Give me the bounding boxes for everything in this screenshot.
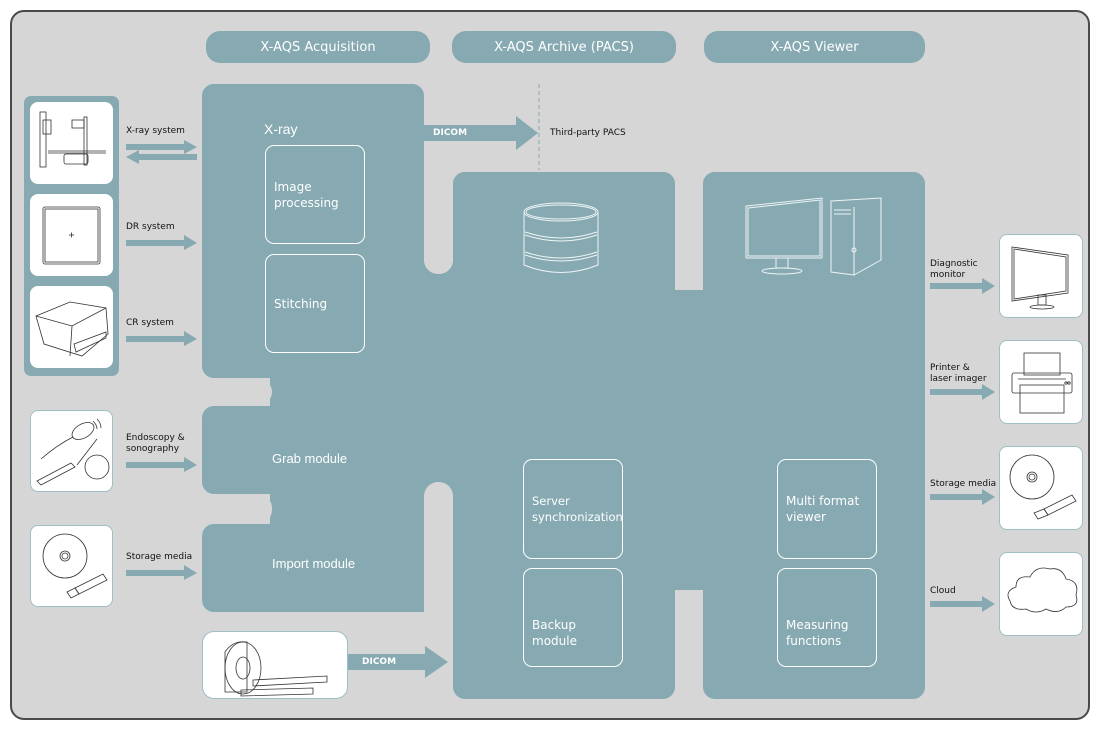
grab-module-label: Grab module bbox=[272, 451, 348, 466]
module-stitching[interactable]: Stitching bbox=[265, 254, 365, 353]
input-card-endoscopy[interactable] bbox=[30, 410, 113, 492]
output-label-printer: Printer & laser imager bbox=[930, 363, 987, 384]
third-party-pacs-label: Third-party PACS bbox=[550, 128, 626, 138]
notch bbox=[190, 378, 272, 406]
module-label: Image processing bbox=[274, 179, 339, 210]
output-card-storage[interactable] bbox=[999, 446, 1083, 530]
module-label: Server synchronization bbox=[532, 494, 623, 524]
cr-reader-icon bbox=[35, 301, 109, 357]
input-label-dr: DR system bbox=[126, 222, 175, 232]
input-card-xray[interactable] bbox=[30, 102, 113, 184]
arrow-right bbox=[126, 457, 197, 472]
output-label-storage: Storage media bbox=[930, 479, 997, 489]
arrow-right bbox=[930, 596, 995, 612]
module-label: Measuring functions bbox=[786, 617, 849, 648]
dicom-in-label: DICOM bbox=[362, 657, 397, 667]
header-archive: X-AQS Archive (PACS) bbox=[452, 31, 676, 63]
input-card-ct[interactable] bbox=[202, 631, 348, 699]
module-multi-format-viewer[interactable]: Multi format viewer bbox=[777, 459, 877, 559]
endoscope-ultrasound-icon bbox=[36, 418, 110, 486]
output-card-cloud[interactable] bbox=[999, 552, 1083, 636]
module-image-processing[interactable]: Image processing bbox=[265, 145, 365, 244]
archive-block bbox=[453, 172, 675, 699]
output-label-monitor: Diagnostic monitor bbox=[930, 259, 978, 280]
module-label: Backup module bbox=[532, 617, 577, 648]
database-icon bbox=[523, 202, 599, 273]
arrow-right bbox=[930, 489, 995, 505]
output-label-cloud: Cloud bbox=[930, 586, 956, 596]
arrow-left bbox=[126, 150, 197, 164]
xray-system-icon bbox=[39, 111, 106, 168]
xray-title: X-ray bbox=[264, 121, 298, 137]
output-card-printer[interactable] bbox=[999, 340, 1083, 424]
notch bbox=[190, 494, 272, 524]
header-viewer: X-AQS Viewer bbox=[704, 31, 925, 63]
monitor-icon bbox=[1011, 246, 1069, 310]
module-label: Stitching bbox=[274, 296, 328, 311]
input-card-dr[interactable] bbox=[30, 194, 113, 276]
ct-scanner-icon bbox=[224, 641, 328, 697]
viewer-block bbox=[703, 172, 925, 699]
header-acquisition: X-AQS Acquisition bbox=[206, 31, 430, 63]
dicom-out-label: DICOM bbox=[433, 128, 468, 138]
dr-detector-icon bbox=[42, 206, 101, 265]
input-card-cr[interactable] bbox=[30, 286, 113, 368]
arrow-right bbox=[126, 565, 197, 580]
dicom-out-arrow bbox=[424, 116, 538, 150]
cd-usb-icon bbox=[1009, 454, 1077, 520]
cd-usb-icon bbox=[42, 533, 108, 599]
module-label: Multi format viewer bbox=[786, 494, 860, 524]
cloud-icon bbox=[1007, 567, 1078, 613]
import-module-label: Import module bbox=[272, 556, 356, 571]
printer-icon bbox=[1011, 352, 1073, 414]
module-server-sync[interactable]: Server synchronization bbox=[523, 459, 623, 559]
output-card-monitor[interactable] bbox=[999, 234, 1083, 318]
input-label-storage: Storage media bbox=[126, 552, 193, 562]
module-backup[interactable]: Backup module bbox=[523, 568, 623, 667]
input-label-cr: CR system bbox=[126, 318, 174, 328]
arrow-right bbox=[126, 235, 197, 250]
dicom-in-arrow bbox=[348, 646, 448, 678]
input-label-xray: X-ray system bbox=[126, 126, 185, 136]
input-card-storage[interactable] bbox=[30, 525, 113, 607]
arrow-right bbox=[126, 140, 197, 154]
arrow-right bbox=[930, 384, 995, 400]
arrow-right bbox=[126, 331, 197, 346]
notch bbox=[676, 596, 703, 716]
module-measuring-functions[interactable]: Measuring functions bbox=[777, 568, 877, 667]
arrow-right bbox=[930, 278, 995, 294]
input-label-endoscopy: Endoscopy & sonography bbox=[126, 433, 185, 454]
notch bbox=[424, 482, 453, 622]
workstation-icon bbox=[745, 197, 882, 276]
